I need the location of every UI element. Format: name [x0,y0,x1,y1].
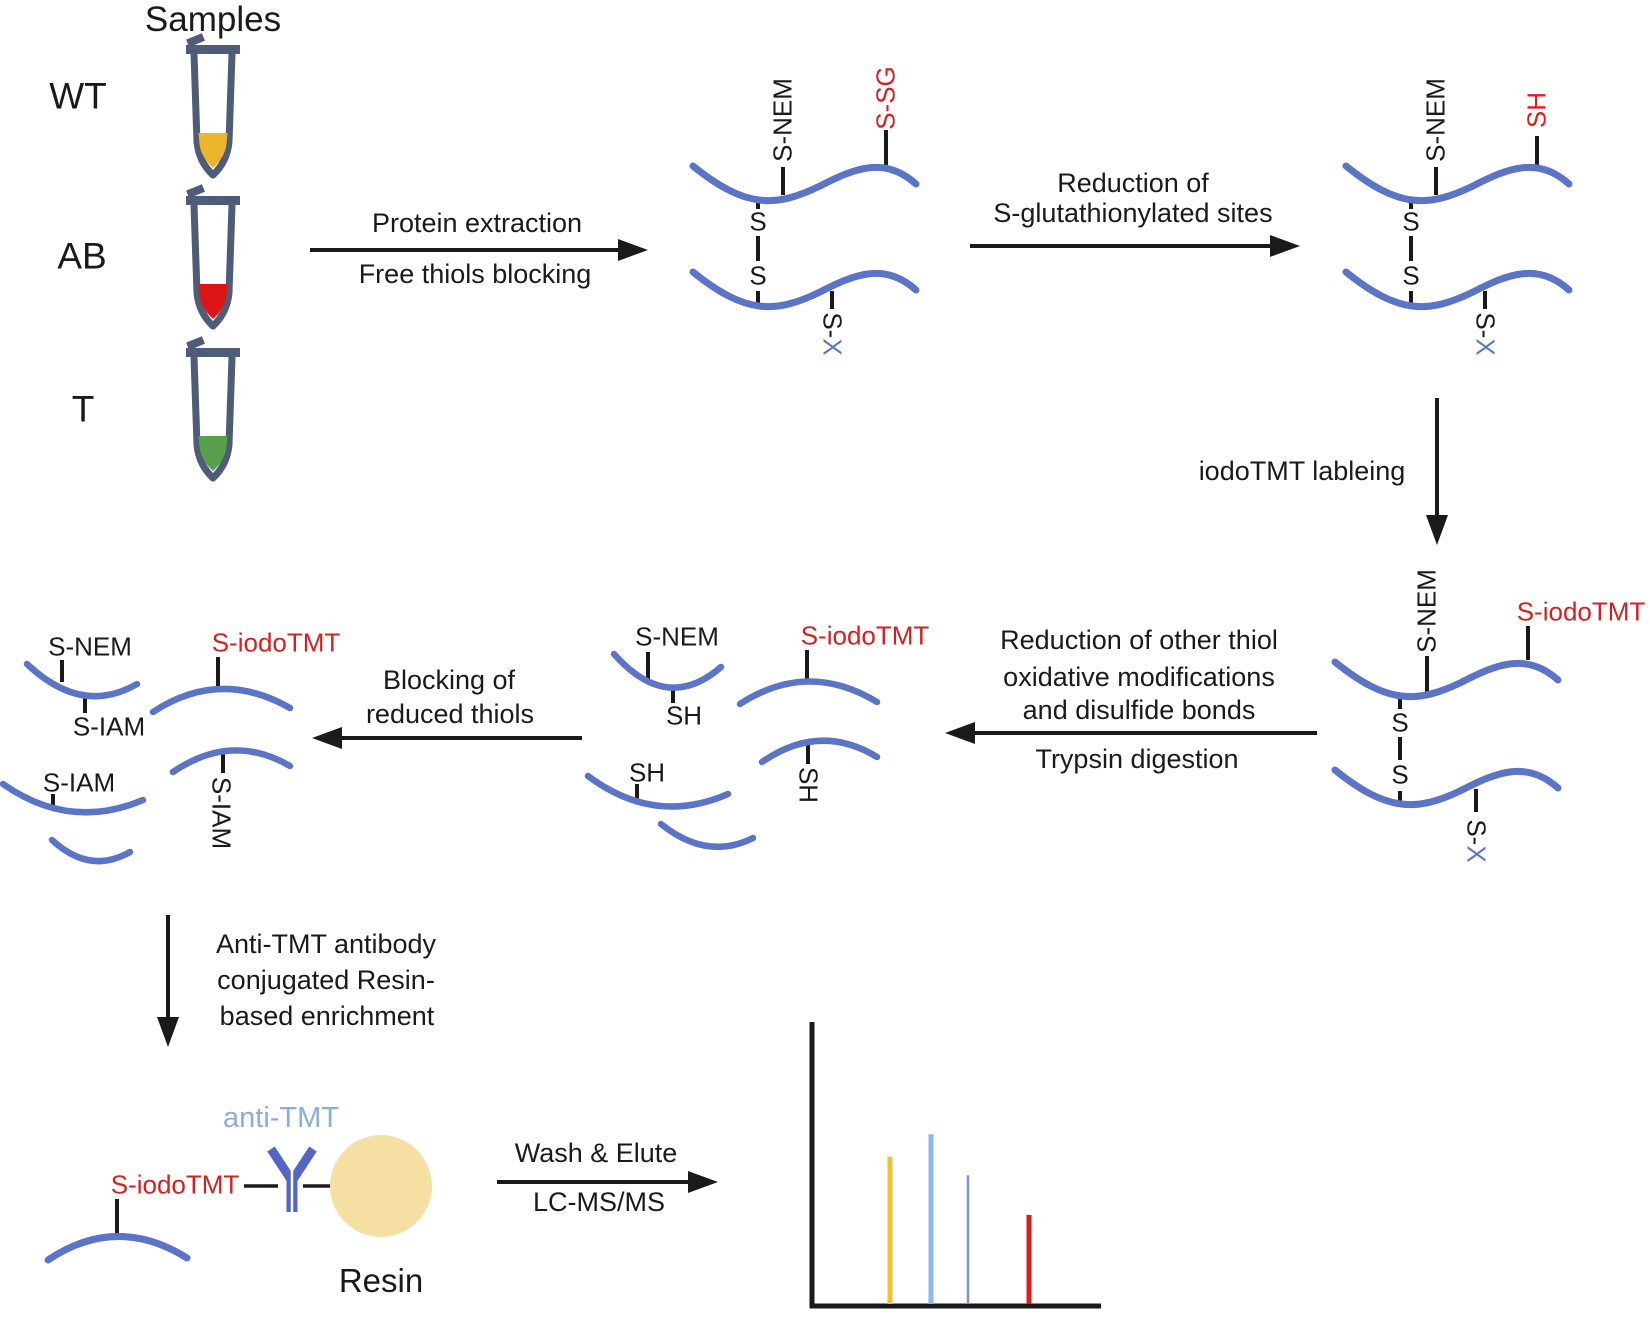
peptide-curve [758,737,881,766]
siam-label-left1: S-IAM [72,711,146,742]
protein-curve [1331,658,1562,700]
tube-label-ab: AB [57,235,107,277]
tube-ab-liquid [198,284,228,319]
sh-label-mid1: SH [665,700,703,731]
disulfide-s-1a: S [749,206,767,237]
tube-wt-cap [186,45,240,54]
peptide-curve [657,820,757,851]
snem-label-1: S-NEM [767,78,798,162]
protein-curve [1342,162,1573,204]
snem-label-mid: S-NEM [635,621,719,652]
protein-curve [689,268,920,310]
siam-label-left3: S-IAM [42,767,116,798]
step-reduction-sg-2: S-glutathionylated sites [993,198,1273,229]
siodotmt-label-3: S-iodoTMT [1516,596,1646,627]
protein-curve [689,162,920,204]
step-reduction-sg-1: Reduction of [1057,168,1209,199]
disulfide-s-1b: S [749,260,767,291]
spectrum-chart [809,1022,1101,1309]
sx-label-2: S-X [1470,312,1501,356]
step-wash-elute: Wash & Elute [514,1138,678,1169]
snem-label-left: S-NEM [48,631,132,662]
tube-wt [186,33,240,179]
tube-wt-liquid [198,133,228,168]
protein-curve [1331,766,1562,808]
peptide-curve [149,685,294,716]
sx-label-1: S-X [817,312,848,356]
peptide-curve [169,747,294,776]
snem-label-3: S-NEM [1411,569,1442,653]
peptide-curve [584,772,732,810]
disulfide-s-2a: S [1402,206,1420,237]
sx-s-1: S- [817,312,848,339]
step-enrichment-3: based enrichment [219,1001,435,1032]
step-enrichment-1: Anti-TMT antibody [215,929,437,960]
protein-stage3 [1331,626,1562,812]
samples-title: Samples [144,0,282,39]
snem-label-2: S-NEM [1420,78,1451,162]
sh-label-mid2: SH [793,766,824,804]
spectrum-peaks [887,1134,1032,1304]
step-reduction-other-1: Reduction of other thiol [1000,625,1278,656]
disulfide-s-3a: S [1391,707,1409,738]
tube-ab-cap-tab [186,184,205,199]
tube-ab [186,184,240,330]
step-free-thiols-blocking: Free thiols blocking [358,259,592,290]
protein-stage2 [1342,136,1573,310]
peptide-curve [48,836,134,865]
process-arrows [157,235,1448,1193]
tube-ab-cap [186,196,240,205]
step-reduction-other-2: oxidative modifications [1003,662,1275,693]
step-protein-extraction: Protein extraction [371,208,583,239]
disulfide-s-3b: S [1391,759,1409,790]
step-reduction-other-3: and disulfide bonds [1022,695,1256,726]
step-iodotmt-labeling: iodoTMT lableing [1198,456,1406,487]
peptide-curve [44,1233,191,1264]
step-trypsin-digestion: Trypsin digestion [1035,744,1239,775]
sh-label-2: SH [1521,91,1552,129]
resin-bead [330,1135,432,1237]
peptide-curve [736,678,881,708]
sx-x-1: X [817,338,848,356]
sh-label-mid3: SH [628,757,666,788]
antibody-icon [267,1146,317,1212]
spectrum-axes [809,1022,1101,1309]
step-lc-ms-ms: LC-MS/MS [532,1187,666,1218]
siodotmt-label-left: S-iodoTMT [211,627,341,658]
peptides-reduced [584,650,881,851]
tube-label-t: T [71,388,95,430]
siodotmt-label-mid: S-iodoTMT [800,620,930,651]
resin-label: Resin [338,1261,424,1299]
siodotmt-label-complex: S-iodoTMT [110,1169,240,1200]
disulfide-s-2b: S [1402,260,1420,291]
tube-t-liquid [198,436,228,471]
tube-t-cap [186,348,240,357]
peptide-curve [23,660,141,700]
ssg-label: S-SG [870,66,901,130]
step-enrichment-2: conjugated Resin- [217,965,435,996]
step-blocking-2: reduced thiols [365,699,535,730]
sx-s-2: S- [1470,312,1501,339]
step-blocking-1: Blocking of [382,665,516,696]
sx-x-3: X [1461,845,1492,863]
peptide-curve [610,650,725,691]
sx-s-3: S- [1461,819,1492,846]
siam-label-left2: S-IAM [206,776,237,850]
tube-t-cap-tab [186,336,205,351]
tube-t [186,336,240,482]
protein-stage1 [689,130,920,310]
sx-label-3: S-X [1461,819,1492,863]
enrichment-complex [44,1135,432,1264]
peptides-blocked [0,657,294,865]
tube-label-wt: WT [49,75,107,117]
peptide-curve [0,780,147,816]
protein-curve [1342,268,1573,310]
tube-wt-cap-tab [186,33,205,48]
anti-tmt-label: anti-TMT [223,1102,339,1135]
sx-x-2: X [1470,338,1501,356]
